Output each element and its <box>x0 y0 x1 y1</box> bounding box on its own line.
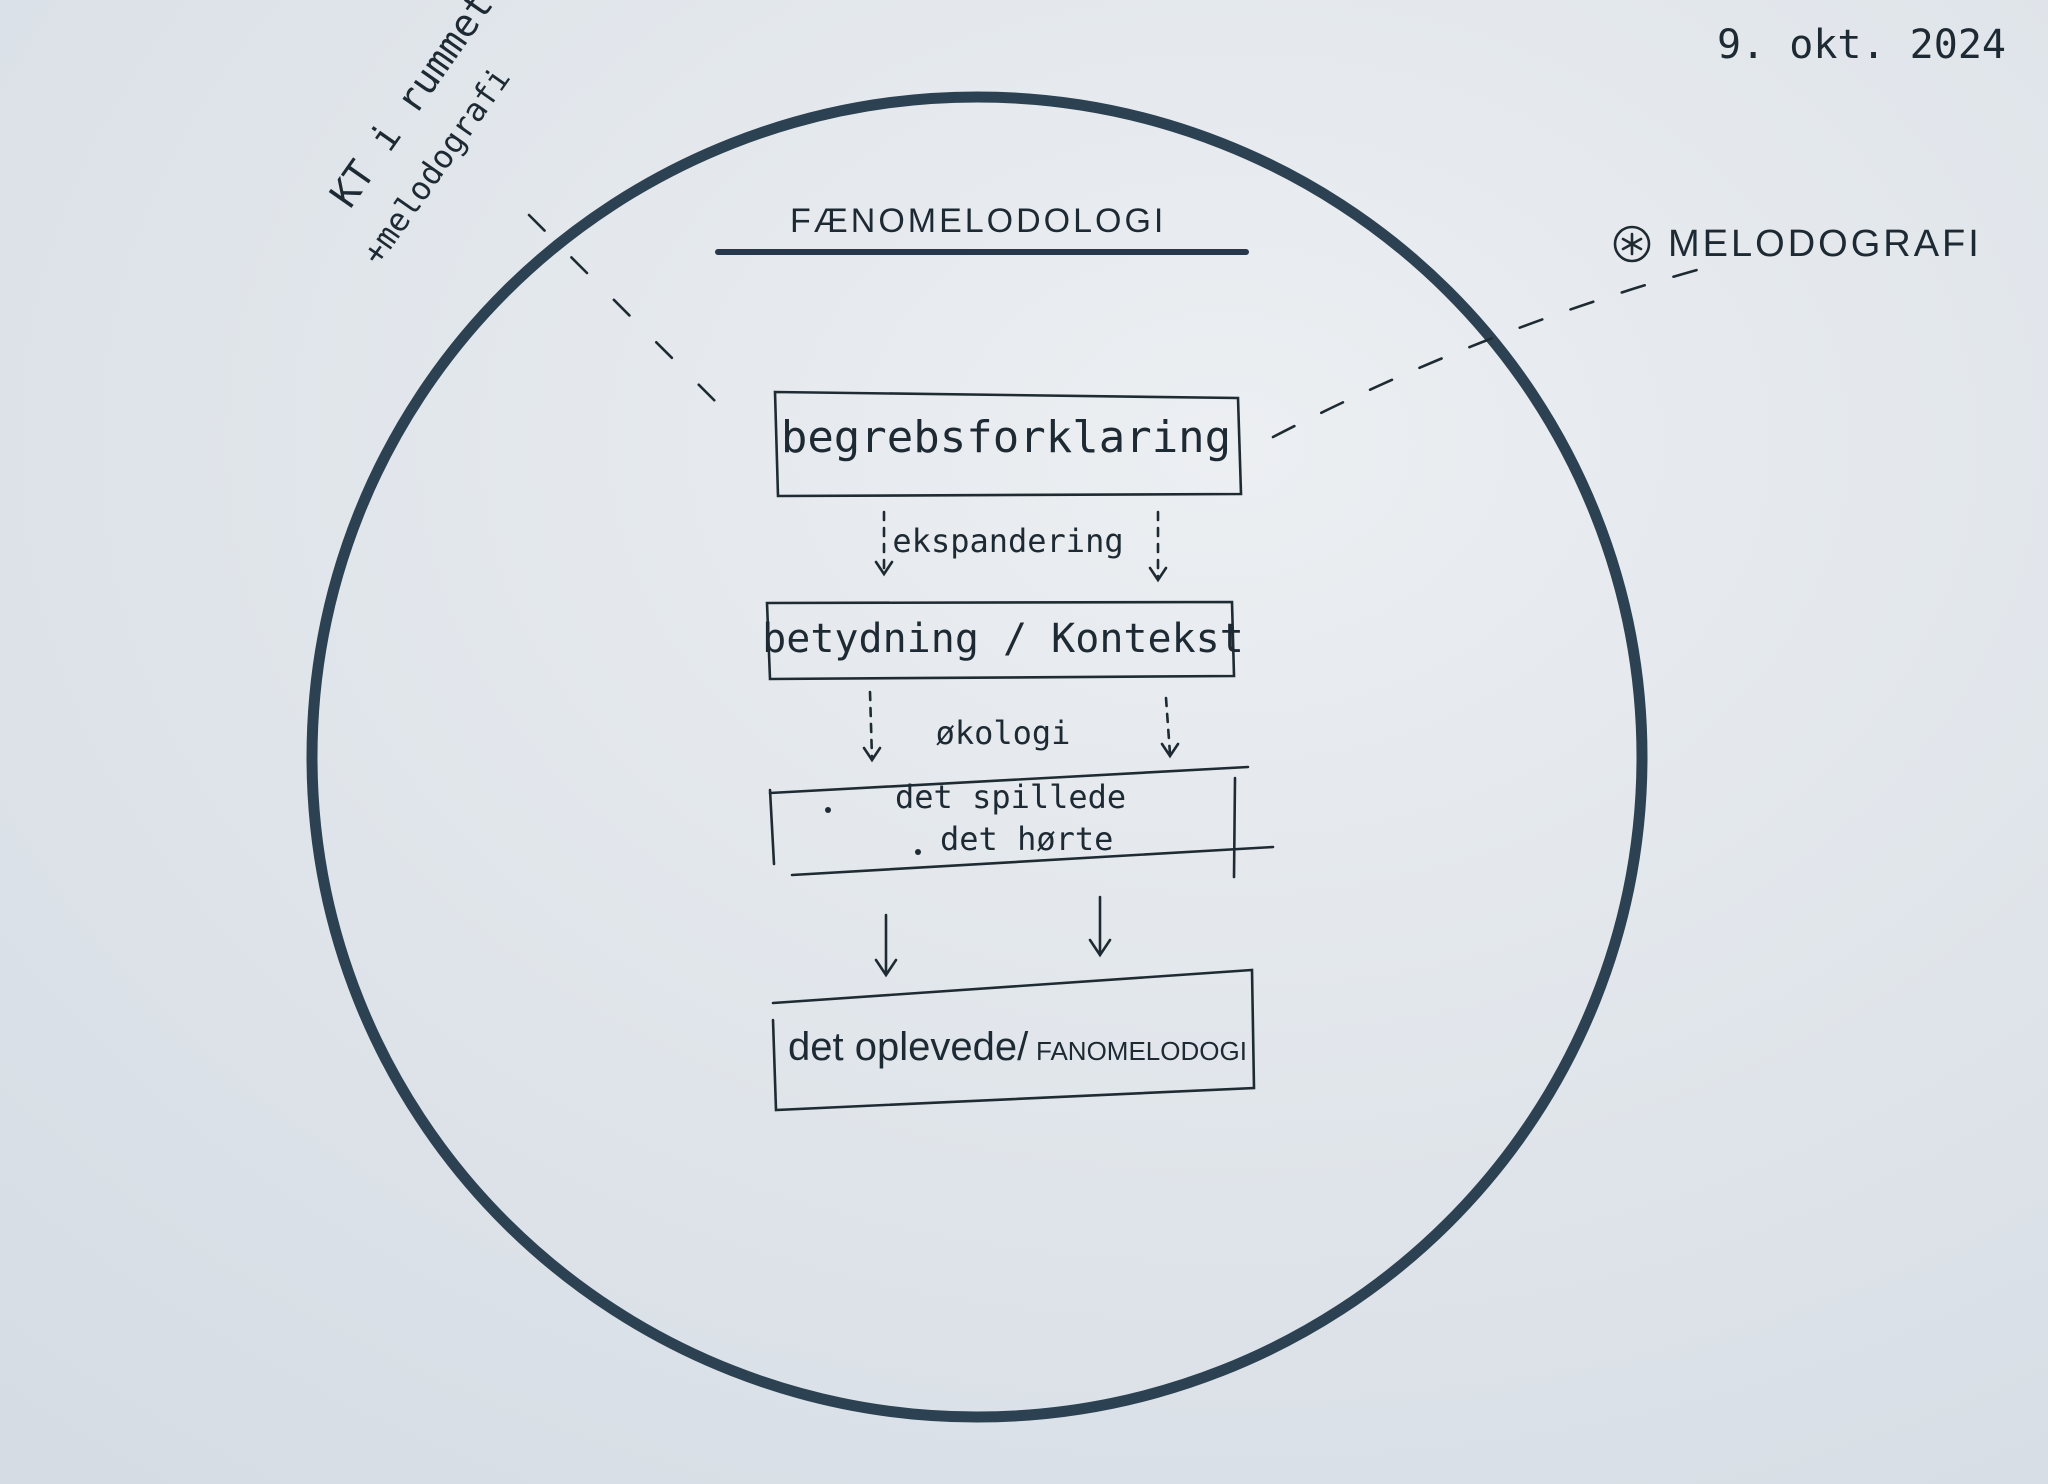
box3-item-2: det hørte <box>940 820 1113 858</box>
date-label: 9. okt. 2024 <box>1717 22 2006 68</box>
box4-sub-label: FANOMELODOGI <box>1036 1036 1247 1066</box>
box-det-oplevede <box>771 968 1256 1112</box>
bullet-icon <box>825 807 831 813</box>
box1-label: begrebsforklaring <box>781 412 1231 463</box>
arrowhead-icon <box>874 560 894 577</box>
step2-label: økologi <box>936 714 1071 752</box>
dashed-arrow-left-2 <box>868 690 874 760</box>
arrowhead-icon <box>862 746 882 763</box>
asterisk-circle-icon <box>1613 225 1651 263</box>
box-betydning-kontekst <box>765 600 1236 681</box>
arrowhead-icon <box>1148 566 1168 583</box>
box4-main-label: det oplevede/ <box>788 1025 1029 1069</box>
right-note-label: MELODOGRAFI <box>1668 223 1982 265</box>
left-dashed-connector <box>527 213 740 426</box>
box2-label: betydning / Kontekst <box>762 616 1244 662</box>
asterisk-icon <box>1621 232 1643 256</box>
box-spillede-hoerte <box>768 765 1275 879</box>
bullet-icon <box>915 849 921 855</box>
box3-item-1: det spillede <box>895 778 1126 816</box>
diagram-title: FÆNOMELODOLOGI <box>790 202 1166 240</box>
right-dashed-connector <box>1271 266 1706 439</box>
dashed-arrow-right-2 <box>1164 696 1172 756</box>
box-begrebsforklaring <box>773 390 1243 498</box>
outer-circle <box>306 91 1648 1423</box>
arrowhead-icon <box>1088 938 1112 958</box>
step1-label: ekspandering <box>892 522 1123 560</box>
arrowhead-icon <box>1160 742 1180 759</box>
arrowhead-icon <box>874 958 898 978</box>
